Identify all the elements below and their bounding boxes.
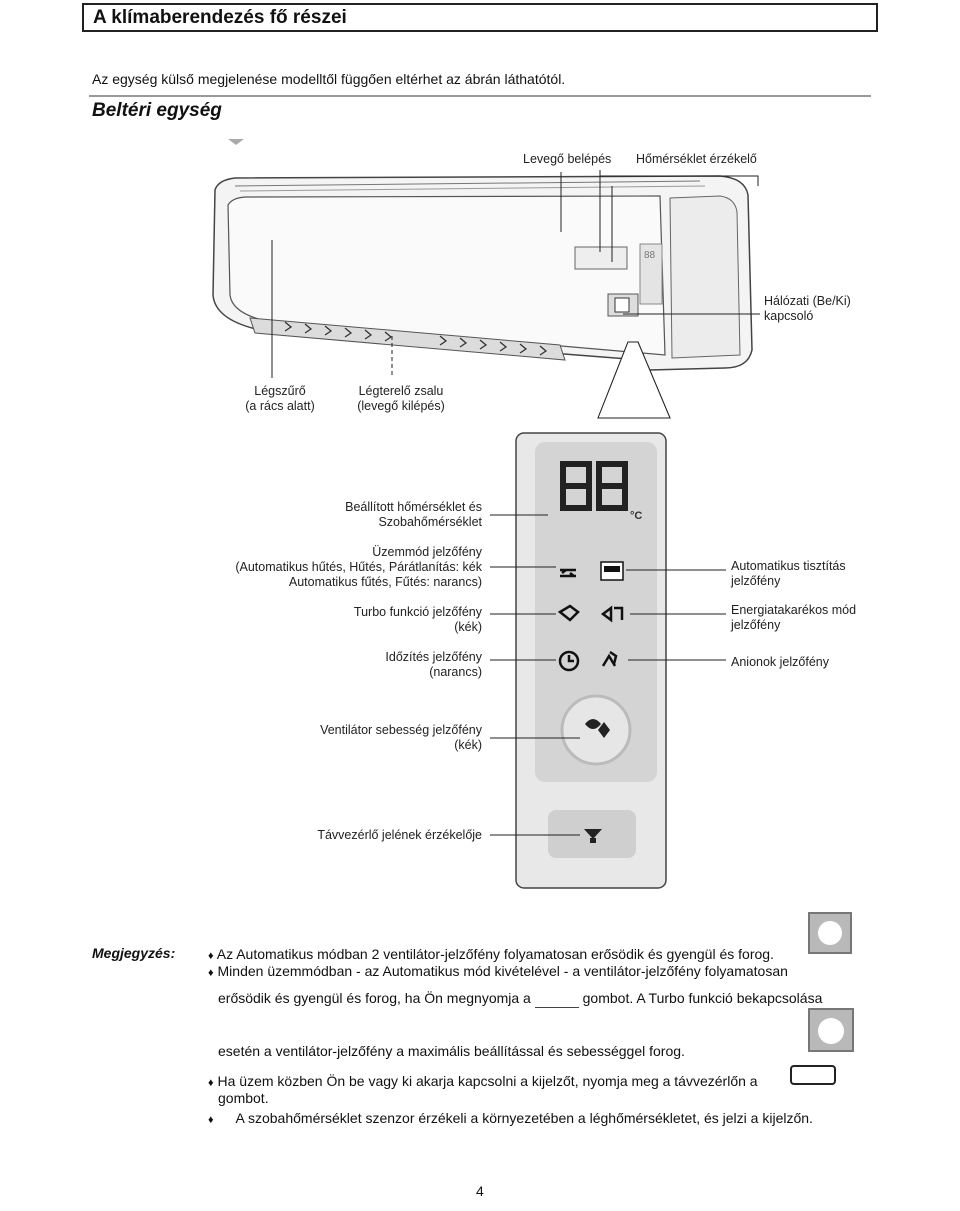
label-louver-line2: (levegő kilépés)	[357, 399, 445, 413]
indoor-unit-illustration: 88	[212, 175, 753, 371]
display-button-icon	[790, 1065, 836, 1085]
seven-segment-display	[560, 461, 628, 511]
label-auto-clean: Automatikus tisztítás jelzőfény	[731, 559, 846, 589]
label-fan: Ventilátor sebesség jelzőfény (kék)	[180, 723, 482, 753]
label-turbo-line2: (kék)	[454, 620, 482, 634]
label-turbo-line1: Turbo funkció jelzőfény	[353, 605, 482, 619]
label-mode-line1: Üzemmód jelzőfény	[372, 545, 482, 559]
bullet-diamond-icon: ♦	[208, 1077, 214, 1089]
notes-title: Megjegyzés:	[92, 945, 176, 961]
note-bullet-2-line2: erősödik és gyengül és forog, ha Ön megn…	[218, 990, 822, 1008]
arrow-down-icon	[228, 139, 244, 145]
page-number: 4	[476, 1183, 484, 1199]
note-bullet-4: ♦ A szobahőmérséklet szenzor érzékeli a …	[208, 1110, 813, 1129]
label-louver-line1: Légterelő zsalu	[358, 384, 444, 398]
label-timer: Időzítés jelzőfény (narancs)	[180, 650, 482, 680]
section-divider	[89, 95, 871, 97]
fan-button-inline-icon	[534, 990, 579, 1008]
label-auto-clean-line2: jelzőfény	[731, 574, 781, 588]
label-filter-line1: Légszűrő	[254, 384, 306, 398]
note-bullet-3: ♦ Ha üzem közben Ön be vagy ki akarja ka…	[208, 1073, 758, 1092]
note-bullet-2-text-b: erősödik és gyengül és forog, ha Ön megn…	[218, 990, 531, 1006]
bullet-diamond-icon: ♦	[208, 967, 214, 979]
label-energy: Energiatakarékos mód jelzőfény	[731, 603, 856, 633]
note-bullet-2: ♦ Minden üzemmódban - az Automatikus mód…	[208, 963, 788, 982]
note-bullet-3-text-a: Ha üzem közben Ön be vagy ki akarja kapc…	[217, 1073, 758, 1089]
label-fan-line2: (kék)	[454, 738, 482, 752]
display-unit: °C	[630, 510, 643, 522]
section-heading: Beltéri egység	[92, 100, 222, 121]
label-fan-line1: Ventilátor sebesség jelzőfény	[320, 723, 482, 737]
label-mode-line2: (Automatikus hűtés, Hűtés, Párátlanítás:…	[235, 560, 482, 574]
label-power-switch: Hálózati (Be/Ki) kapcsoló	[764, 294, 851, 324]
label-timer-line1: Időzítés jelzőfény	[385, 650, 482, 664]
bullet-diamond-icon: ♦	[208, 1114, 214, 1126]
label-mode-line3: Automatikus fűtés, Fűtés: narancs)	[288, 575, 482, 589]
label-energy-line2: jelzőfény	[731, 618, 781, 632]
bullet-diamond-icon: ♦	[208, 950, 214, 962]
label-temp-sensor: Hőmérséklet érzékelő	[636, 152, 757, 166]
label-power-switch-line1: Hálózati (Be/Ki)	[764, 294, 851, 308]
fan-button-icon	[808, 912, 852, 954]
label-anion: Anionok jelzőfény	[731, 655, 829, 669]
leader-lines	[271, 170, 760, 419]
label-auto-clean-line1: Automatikus tisztítás	[731, 559, 846, 573]
turbo-button-icon	[808, 1008, 854, 1052]
page-title: A klímaberendezés fő részei	[82, 3, 878, 32]
intro-text: Az egység külső megjelenése modelltől fü…	[92, 71, 566, 87]
label-mode: Üzemmód jelzőfény (Automatikus hűtés, Hű…	[180, 545, 482, 590]
display-panel	[515, 432, 667, 889]
note-bullet-1: ♦ Az Automatikus módban 2 ventilátor-jel…	[208, 946, 774, 965]
note-bullet-2-text-a: Minden üzemmódban - az Automatikus mód k…	[217, 963, 788, 979]
label-set-temp-line1: Beállított hőmérséklet és	[345, 500, 482, 514]
svg-text:88: 88	[644, 250, 656, 261]
label-energy-line1: Energiatakarékos mód	[731, 603, 857, 617]
label-remote-sensor: Távvezérlő jelének érzékelője	[317, 828, 482, 842]
note-bullet-4-text: A szobahőmérséklet szenzor érzékeli a kö…	[235, 1110, 813, 1126]
label-filter: Légszűrő (a rács alatt)	[225, 384, 335, 414]
label-set-temp-line2: Szobahőmérséklet	[378, 515, 482, 529]
note-bullet-2-line3: esetén a ventilátor-jelzőfény a maximáli…	[218, 1043, 685, 1059]
label-turbo: Turbo funkció jelzőfény (kék)	[180, 605, 482, 635]
label-timer-line2: (narancs)	[429, 665, 482, 679]
label-air-inlet: Levegő belépés	[523, 152, 612, 166]
note-bullet-3-line2: gombot.	[218, 1090, 269, 1106]
label-filter-line2: (a rács alatt)	[245, 399, 315, 413]
label-set-temp: Beállított hőmérséklet és Szobahőmérsékl…	[180, 500, 482, 530]
label-louver: Légterelő zsalu (levegő kilépés)	[346, 384, 456, 414]
note-bullet-2-text-c: gombot. A Turbo funkció bekapcsolása	[582, 990, 823, 1006]
label-power-switch-line2: kapcsoló	[764, 309, 814, 323]
note-bullet-1-text: Az Automatikus módban 2 ventilátor-jelző…	[216, 946, 774, 962]
